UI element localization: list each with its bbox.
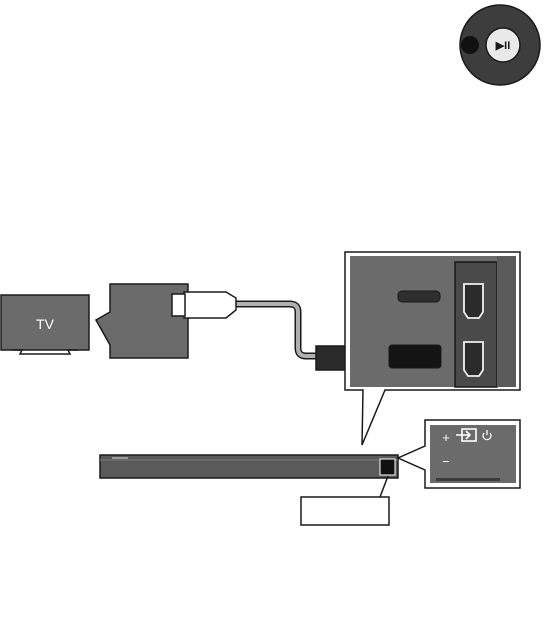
bottom-label-callout: [300, 496, 390, 526]
hdmi-port-strip: [454, 261, 498, 388]
volume-up-icon[interactable]: +: [442, 430, 450, 445]
cable-wire: [236, 300, 318, 360]
soundbar: [99, 454, 399, 526]
source-input-icon[interactable]: [456, 428, 477, 442]
remote-side-button: [461, 36, 479, 54]
tv-screen: [0, 294, 90, 351]
tv-label: TV: [36, 316, 55, 332]
tv-stand: [12, 349, 78, 355]
hdmi-socket-top: [463, 283, 484, 319]
volume-down-icon[interactable]: −: [442, 454, 450, 469]
tv: TV: [0, 294, 90, 355]
soundbar-body: [99, 454, 399, 479]
soundbar-rear-panel: [344, 251, 521, 446]
play-pause-icon: ▶II: [495, 40, 511, 52]
hdmi-plug-tv-end: [183, 291, 237, 319]
soundbar-logo: [112, 457, 128, 459]
remote-control: ▶II: [459, 4, 541, 86]
hdmi-port-slot: [388, 344, 442, 369]
power-icon[interactable]: [482, 430, 492, 441]
hdmi-socket-bottom: [463, 341, 484, 377]
optical-port: [397, 290, 441, 303]
soundbar-rear-port-highlight: [379, 458, 396, 476]
play-pause-button[interactable]: [485, 27, 521, 63]
soundbar-control-panel: + −: [396, 419, 521, 489]
